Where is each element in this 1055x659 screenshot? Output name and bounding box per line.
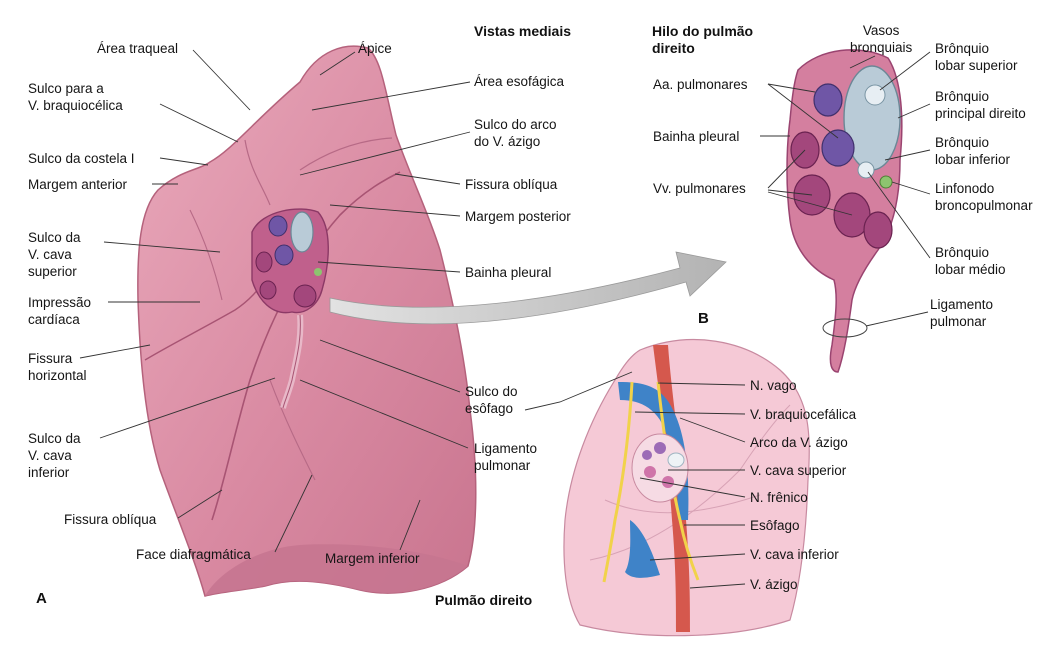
leader-ligamento-b xyxy=(866,312,928,326)
hilum-lymph-node xyxy=(314,268,322,276)
medial-views-title: Vistas mediais xyxy=(474,23,571,40)
hilum-vein-2 xyxy=(260,281,276,299)
hilum-title: Hilo do pulmão direito xyxy=(652,23,753,57)
pulmonary-artery-2 xyxy=(822,130,854,166)
lymph-node xyxy=(880,176,892,188)
label-area-traqueal: Área traqueal xyxy=(97,40,178,57)
label-fissura-horizontal: Fissura horizontal xyxy=(28,350,87,384)
pulmonary-artery-1 xyxy=(814,84,842,116)
label-sulco-esofago: Sulco do esôfago xyxy=(465,383,518,417)
label-bronquio-lobar-superior: Brônquio lobar superior xyxy=(935,40,1018,74)
label-face-diafragmatica: Face diafragmática xyxy=(136,546,251,563)
label-fissura-obliqua-bottom: Fissura oblíqua xyxy=(64,511,156,528)
hilum-artery xyxy=(269,216,287,236)
label-linfonodo: Linfonodo broncopulmonar xyxy=(935,180,1033,214)
leader-fissura-horizontal xyxy=(80,345,150,358)
leader-sulco-costela xyxy=(160,158,208,165)
label-bronquio-lobar-inferior: Brônquio lobar inferior xyxy=(935,134,1010,168)
pulmonary-vein-4 xyxy=(864,212,892,248)
label-bronquio-lobar-medio: Brônquio lobar médio xyxy=(935,244,1006,278)
panel-a-label: A xyxy=(36,590,47,607)
label-aa-pulmonares: Aa. pulmonares xyxy=(653,76,748,93)
label-margem-inferior: Margem inferior xyxy=(325,550,420,567)
right-lung-title: Pulmão direito xyxy=(435,592,532,609)
label-fissura-obliqua-top: Fissura oblíqua xyxy=(465,176,557,193)
label-esofago: Esôfago xyxy=(750,517,800,534)
label-area-esofagica: Área esofágica xyxy=(474,73,564,90)
label-v-braquiocefalica: V. braquiocefálica xyxy=(750,406,856,423)
label-apice: Ápice xyxy=(358,40,392,57)
label-sulco-braquiocefalica: Sulco para a V. braquiocélica xyxy=(28,80,123,114)
label-ligamento-pulmonar-b: Ligamento pulmonar xyxy=(930,296,993,330)
label-bainha-pleural-a: Bainha pleural xyxy=(465,264,551,281)
schematic-vessel-1 xyxy=(642,450,652,460)
hilum-artery-2 xyxy=(275,245,293,265)
label-v-azigo: V. ázigo xyxy=(750,576,798,593)
label-vasos-bronquiais: Vasos bronquiais xyxy=(850,22,912,56)
hilum-vein xyxy=(256,252,272,272)
label-bainha-pleural-b: Bainha pleural xyxy=(653,128,739,145)
label-n-vago: N. vago xyxy=(750,377,797,394)
label-sulco-cava-superior: Sulco da V. cava superior xyxy=(28,229,81,280)
label-n-frenico: N. frênico xyxy=(750,489,808,506)
label-sulco-cava-inferior: Sulco da V. cava inferior xyxy=(28,430,81,481)
hilum-bronchus xyxy=(291,212,313,252)
middle-lobe-bronchus xyxy=(858,162,874,178)
label-margem-posterior: Margem posterior xyxy=(465,208,571,225)
panel-b-label: B xyxy=(698,310,709,327)
schematic-bronchus xyxy=(668,453,684,467)
schematic-vessel-3 xyxy=(644,466,656,478)
label-impressao-cardiaca: Impressão cardíaca xyxy=(28,294,91,328)
label-sulco-costela: Sulco da costela I xyxy=(28,150,135,167)
label-vv-pulmonares: Vv. pulmonares xyxy=(653,180,746,197)
leader-area-traqueal xyxy=(193,50,250,110)
hilum-vein-3 xyxy=(294,285,316,307)
hilum-detail xyxy=(787,50,902,372)
label-arco-azigo: Arco da V. ázigo xyxy=(750,434,848,451)
label-bronquio-principal: Brônquio principal direito xyxy=(935,88,1026,122)
label-sulco-arco-azigo: Sulco do arco do V. ázigo xyxy=(474,116,557,150)
leader-bronquio-principal xyxy=(898,104,930,118)
label-ligamento-pulmonar-a: Ligamento pulmonar xyxy=(474,440,537,474)
label-v-cava-inferior: V. cava inferior xyxy=(750,546,839,563)
label-margem-anterior: Margem anterior xyxy=(28,176,127,193)
label-v-cava-superior: V. cava superior xyxy=(750,462,846,479)
schematic-vessel-2 xyxy=(654,442,666,454)
leader-sulco-braquiocefalica xyxy=(160,104,238,142)
